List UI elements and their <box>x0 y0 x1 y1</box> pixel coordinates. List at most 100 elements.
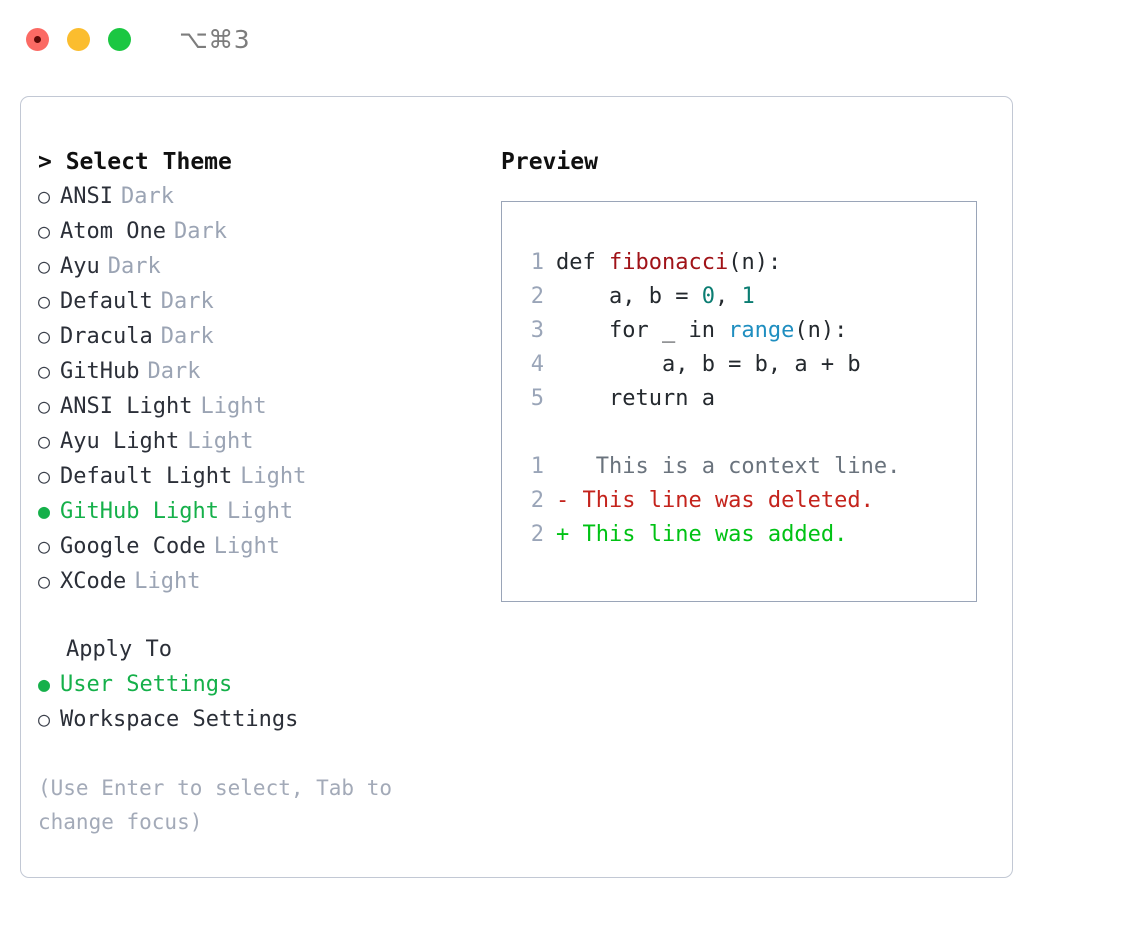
radio-unselected-icon: ○ <box>38 707 51 731</box>
minimize-button[interactable] <box>67 27 90 51</box>
code-token-fn: fibonacci <box>608 250 729 275</box>
code-token-plain: return a <box>556 386 715 411</box>
keyboard-hint-text: (Use Enter to select, Tab to change focu… <box>38 776 405 834</box>
line-number: 2 <box>530 522 544 547</box>
diff-line-text: This is a context line. <box>556 454 901 479</box>
theme-option-label: ANSI Light <box>60 394 193 419</box>
radio-unselected-icon: ○ <box>38 534 51 558</box>
apply-to-option-workspace-settings[interactable]: ○ Workspace Settings <box>38 702 488 737</box>
theme-option-label: Ayu Light <box>60 429 180 454</box>
code-line-text: return a <box>556 382 715 416</box>
radio-unselected-icon: ○ <box>38 394 51 418</box>
code-token-plain: a, b = <box>556 284 702 309</box>
title-bar: ⌥⌘3 <box>0 0 1140 78</box>
code-line-text: def fibonacci(n): <box>556 246 781 280</box>
code-token-call: range <box>728 318 795 343</box>
code-line-text: a, b = 0, 1 <box>556 280 755 314</box>
window-controls <box>26 27 131 51</box>
radio-unselected-icon: ○ <box>38 289 51 313</box>
code-line: 2 a, b = 0, 1 <box>514 280 900 314</box>
theme-option-label: GitHub Light <box>60 499 219 524</box>
apply-to-option-list[interactable]: ● User Settings ○ Workspace Settings <box>38 667 488 737</box>
theme-option-label: ANSI <box>60 184 113 209</box>
code-token-plain: a, b = b, a + b <box>556 352 861 377</box>
line-number: 2 <box>530 488 544 513</box>
radio-unselected-icon: ○ <box>38 254 51 278</box>
theme-option-label: Default <box>60 289 153 314</box>
apply-to-option-user-settings[interactable]: ● User Settings <box>38 667 488 702</box>
line-number: 2 <box>530 284 544 309</box>
radio-unselected-icon: ○ <box>38 569 51 593</box>
radio-unselected-icon: ○ <box>38 359 51 383</box>
theme-variant-badge: Dark <box>147 359 201 384</box>
line-number: 5 <box>530 386 544 411</box>
code-line: 4 a, b = b, a + b <box>514 348 900 382</box>
apply-to-heading: Apply To <box>66 637 172 662</box>
close-button[interactable] <box>26 27 49 51</box>
line-number: 1 <box>530 454 544 479</box>
code-token-plain: , <box>714 284 742 309</box>
zoom-button[interactable] <box>108 27 131 51</box>
theme-option-default[interactable]: ○ Default Dark <box>38 284 488 319</box>
theme-variant-badge: Light <box>226 499 294 524</box>
theme-variant-badge: Dark <box>160 289 214 314</box>
theme-option-github[interactable]: ○ GitHub Dark <box>38 354 488 389</box>
line-number: 3 <box>530 318 544 343</box>
select-theme-heading: > Select Theme <box>38 149 232 175</box>
code-token-plain: for _ in <box>556 318 729 343</box>
diff-line-text: - This line was deleted. <box>556 488 874 513</box>
theme-option-label: XCode <box>60 569 127 594</box>
diff-line-ctx: 1 This is a context line. <box>514 450 901 484</box>
line-number: 4 <box>530 352 544 377</box>
apply-to-option-label: Workspace Settings <box>60 707 299 732</box>
code-diff-separator <box>514 416 900 450</box>
code-token-num: 0 <box>701 284 715 309</box>
radio-unselected-icon: ○ <box>38 219 51 243</box>
theme-option-label: Dracula <box>60 324 153 349</box>
diff-line-add: 2 + This line was added. <box>514 518 900 552</box>
theme-option-ayu[interactable]: ○ Ayu Dark <box>38 249 488 284</box>
code-token-num: 1 <box>741 284 755 309</box>
theme-variant-badge: Light <box>213 534 280 559</box>
radio-unselected-icon: ○ <box>38 184 51 208</box>
theme-variant-badge: Light <box>134 569 201 594</box>
code-line-text: for _ in range(n): <box>556 314 847 348</box>
code-line: 5 return a <box>514 382 900 416</box>
theme-option-label: GitHub <box>60 359 140 384</box>
theme-option-atom-one[interactable]: ○ Atom One Dark <box>38 214 488 249</box>
theme-option-github-light[interactable]: ● GitHub Light Light <box>38 494 488 529</box>
theme-variant-badge: Light <box>200 394 267 419</box>
code-line-text: a, b = b, a + b <box>556 348 861 382</box>
theme-variant-badge: Dark <box>120 184 174 209</box>
keyboard-shortcut-label: ⌥⌘3 <box>179 24 251 54</box>
radio-selected-icon: ● <box>38 499 51 523</box>
theme-variant-badge: Dark <box>160 324 214 349</box>
radio-selected-icon: ● <box>38 672 51 696</box>
theme-option-ansi[interactable]: ○ ANSI Dark <box>38 179 488 214</box>
theme-option-xcode[interactable]: ○ XCode Light <box>38 564 488 599</box>
code-line: 3 for _ in range(n): <box>514 314 900 348</box>
apply-to-option-label: User Settings <box>60 672 233 697</box>
theme-variant-badge: Dark <box>107 254 161 279</box>
theme-variant-badge: Light <box>187 429 254 454</box>
theme-option-label: Atom One <box>60 219 166 244</box>
theme-option-label: Ayu <box>60 254 100 279</box>
theme-variant-badge: Light <box>240 464 307 489</box>
diff-line-text: + This line was added. <box>556 522 848 547</box>
theme-variant-badge: Dark <box>173 219 227 244</box>
line-number: 1 <box>530 250 544 275</box>
theme-option-label: Default Light <box>60 464 233 489</box>
theme-option-ansi-light[interactable]: ○ ANSI Light Light <box>38 389 488 424</box>
diff-line-del: 2 - This line was deleted. <box>514 484 900 518</box>
